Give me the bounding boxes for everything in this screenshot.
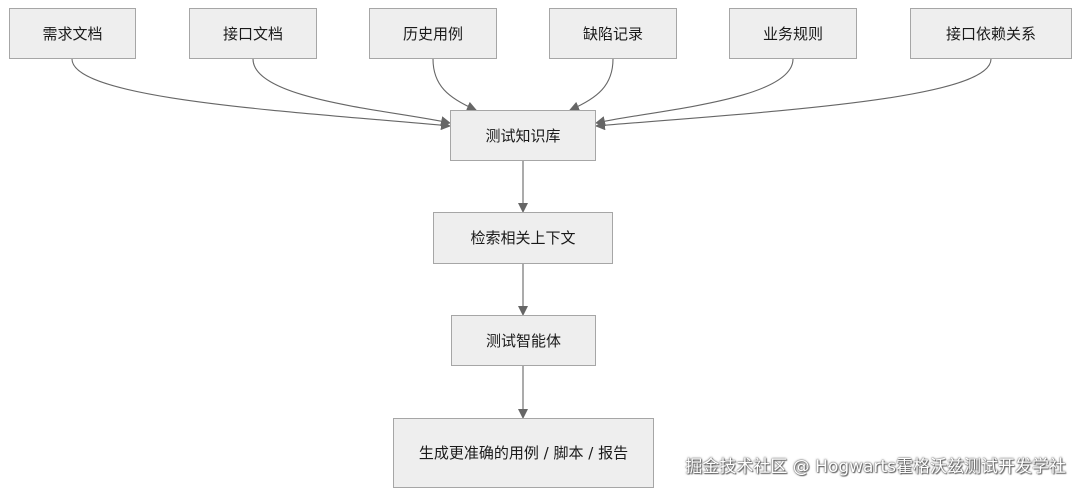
node-history-cases: 历史用例 [369, 8, 497, 59]
node-label: 检索相关上下文 [470, 229, 576, 247]
node-defect-records: 缺陷记录 [549, 8, 677, 59]
edge-history-cases-to-kb [432, 58, 477, 112]
node-business-rules: 业务规则 [729, 8, 857, 59]
node-label: 测试知识库 [485, 126, 561, 145]
edge-api-docs-to-kb [252, 58, 451, 126]
node-test-knowledge-base: 测试知识库 [450, 110, 596, 161]
node-label: 历史用例 [402, 24, 463, 43]
node-label: 缺陷记录 [582, 24, 643, 43]
node-label: 接口依赖关系 [945, 24, 1036, 43]
edge-requirements-to-kb [71, 58, 451, 131]
edge-business-rules-to-kb [595, 58, 794, 126]
node-label: 接口文档 [222, 24, 283, 43]
node-test-agent: 测试智能体 [451, 315, 596, 366]
node-label: 生成更准确的用例 / 脚本 / 报告 [418, 444, 629, 462]
node-label: 测试智能体 [485, 331, 561, 350]
edge-defects-to-kb [569, 58, 614, 112]
node-label: 业务规则 [762, 24, 823, 43]
node-label: 需求文档 [42, 24, 103, 43]
node-api-dependencies: 接口依赖关系 [910, 8, 1072, 59]
node-api-doc: 接口文档 [189, 8, 317, 59]
node-retrieve-context: 检索相关上下文 [433, 212, 613, 264]
watermark: 掘金技术社区 @ Hogwarts霍格沃兹测试开发学社 [685, 457, 1066, 477]
node-output: 生成更准确的用例 / 脚本 / 报告 [393, 418, 654, 488]
edge-api-deps-to-kb [595, 58, 992, 131]
node-requirements-doc: 需求文档 [9, 8, 136, 59]
